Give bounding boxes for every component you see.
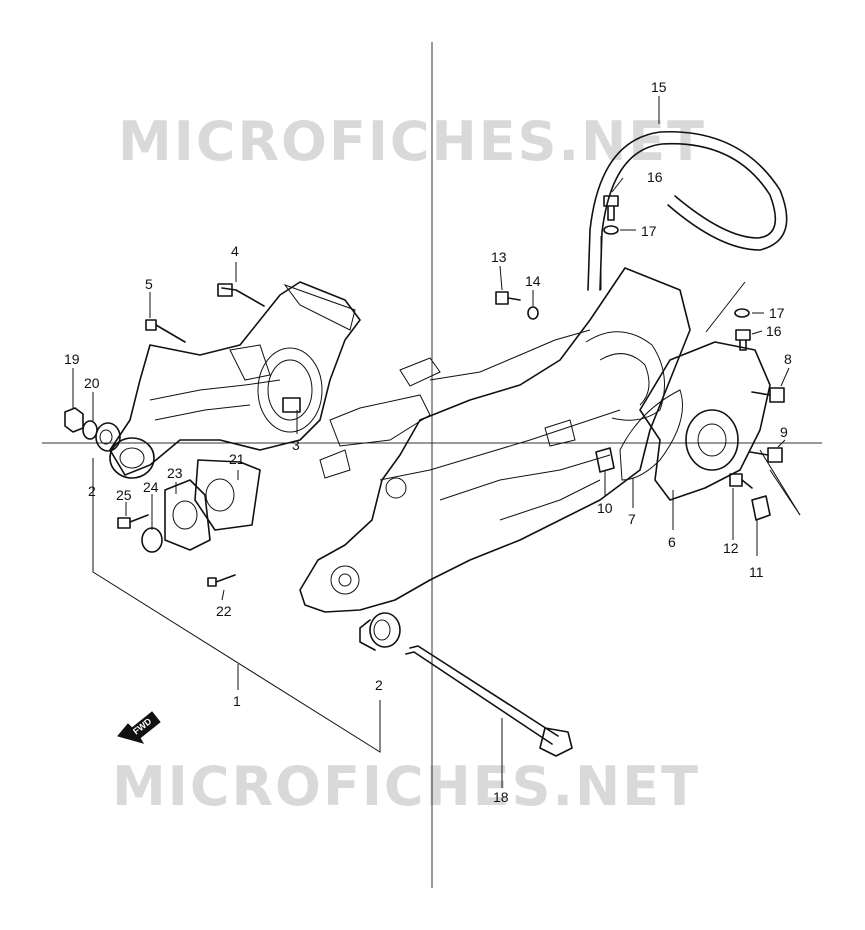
callout-18: 18: [493, 789, 509, 805]
callout-19: 19: [64, 351, 80, 367]
cover-6: [639, 341, 771, 501]
dowel-10: [595, 447, 615, 473]
bolt-4: [217, 283, 265, 307]
washer-17-lower: [734, 308, 750, 318]
hose-15: [587, 130, 788, 291]
callout-2-lower: 2: [375, 677, 383, 693]
screw-22: [207, 574, 236, 587]
clamp-11: [751, 495, 771, 521]
watermark-top: MICROFICHES.NET: [118, 110, 706, 173]
callout-3: 3: [292, 437, 300, 453]
washer-20: [82, 420, 98, 440]
callout-23: 23: [167, 465, 183, 481]
bolt-18: [405, 645, 573, 757]
callout-24: 24: [143, 479, 159, 495]
callout-labels: 15 16 17 13 14 17 16 8 9 4 5 19 20 2 3 2…: [64, 79, 792, 805]
callout-5: 5: [145, 276, 153, 292]
bolt-16-lower: [735, 329, 751, 351]
callout-17-upper: 17: [641, 223, 657, 239]
callout-22: 22: [216, 603, 232, 619]
callout-2-upper: 2: [88, 483, 96, 499]
callout-11: 11: [749, 564, 764, 580]
callout-16-upper: 16: [647, 169, 663, 185]
o-ring-24: [141, 527, 163, 553]
callout-8: 8: [784, 351, 792, 367]
washer-14: [527, 306, 539, 320]
bearing-2-upper: [95, 422, 121, 452]
bolt-12: [729, 473, 753, 489]
callout-15: 15: [651, 79, 667, 95]
gasket-21: [194, 459, 261, 531]
nut-19: [64, 407, 84, 433]
callout-20: 20: [84, 375, 100, 391]
bearing-2-lower: [359, 612, 401, 651]
callout-17-lower: 17: [769, 305, 785, 321]
callout-4: 4: [231, 243, 239, 259]
bolt-25: [117, 514, 149, 529]
bolt-16-upper: [603, 195, 619, 221]
bolt-8: [751, 387, 785, 403]
leader-lines: [72, 96, 801, 788]
bolt-13: [495, 291, 521, 305]
bolt-9: [749, 447, 783, 463]
callout-13: 13: [491, 249, 507, 265]
fwd-arrow-icon: FWD: [117, 711, 161, 744]
callout-10: 10: [597, 500, 613, 516]
callout-16-lower: 16: [766, 323, 782, 339]
crankcase: [299, 267, 691, 613]
callout-9: 9: [780, 424, 788, 440]
left-crankcase-half: [109, 281, 361, 479]
callout-14: 14: [525, 273, 541, 289]
washer-17-upper: [603, 225, 619, 235]
callout-1: 1: [233, 693, 241, 709]
watermark-bottom: MICROFICHES.NET: [112, 755, 700, 818]
callout-21: 21: [229, 451, 245, 467]
gasket-7: [619, 389, 683, 481]
callout-6: 6: [668, 534, 676, 550]
callout-12: 12: [723, 540, 739, 556]
intake-pipe-23: [164, 479, 211, 551]
dowel-3: [282, 397, 301, 413]
callout-25: 25: [116, 487, 132, 503]
bolt-5: [145, 319, 186, 343]
callout-7: 7: [628, 511, 636, 527]
